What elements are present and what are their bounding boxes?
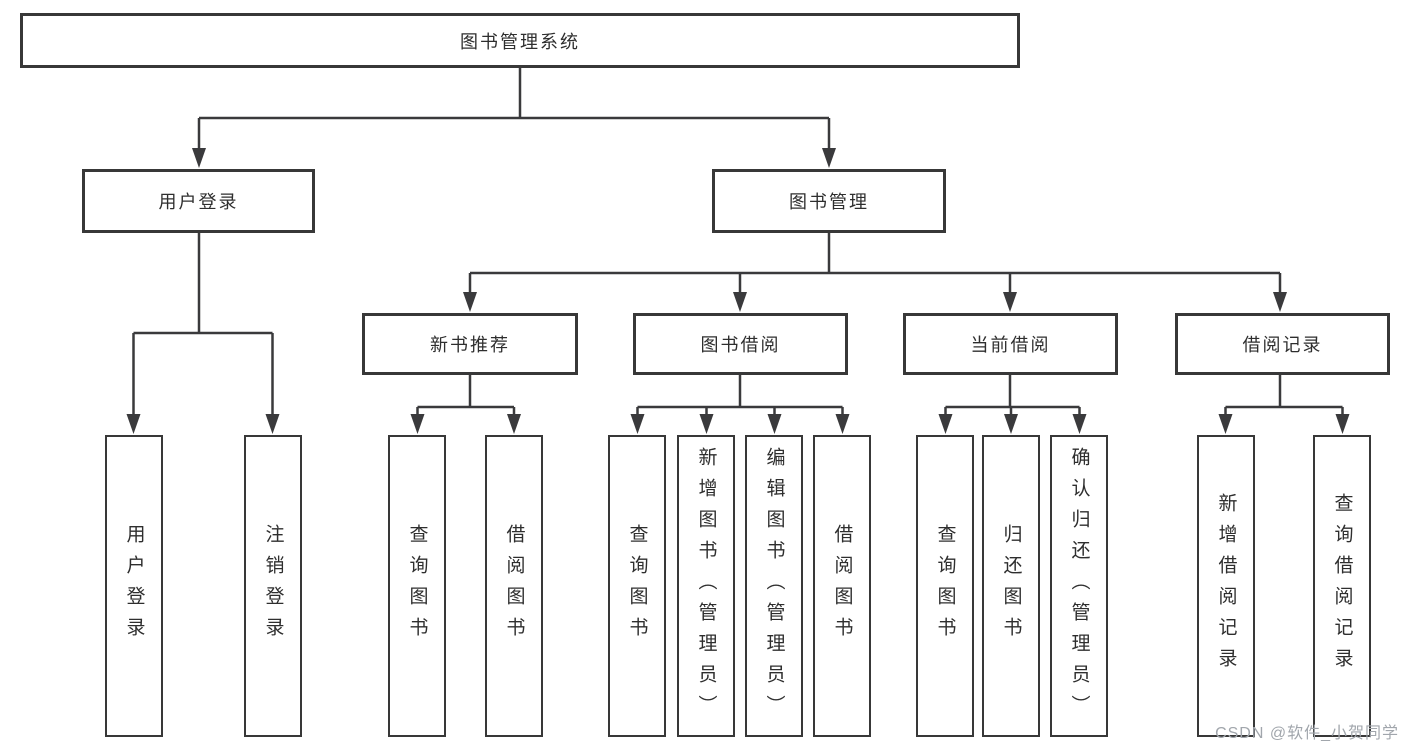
leaf-label: 编辑图书（管理员）	[763, 446, 785, 726]
node-label: 图书管理系统	[460, 31, 580, 52]
leaf-label: 归还图书	[1000, 524, 1022, 648]
node-book-management: 图书管理	[712, 169, 946, 233]
arrowhead	[463, 292, 477, 312]
node-label: 当前借阅	[970, 335, 1051, 355]
arrowhead	[767, 414, 782, 434]
leaf-borrow-book-2: 借阅图书	[813, 435, 871, 737]
leaf-label: 新增借阅记录	[1215, 493, 1237, 679]
arrowhead	[265, 414, 280, 434]
arrowhead	[938, 414, 953, 434]
leaf-label: 注销登录	[262, 524, 284, 648]
arrowhead	[126, 414, 141, 434]
arrowhead	[1273, 292, 1287, 312]
arrowhead	[822, 148, 836, 168]
leaf-label: 用户登录	[123, 524, 145, 648]
arrowhead	[1335, 414, 1350, 434]
node-current-borrow: 当前借阅	[903, 313, 1118, 375]
leaf-query-book-3: 查询图书	[916, 435, 974, 737]
node-new-book-recommend: 新书推荐	[362, 313, 578, 375]
leaf-label: 查询图书	[934, 524, 956, 648]
node-book-borrow: 图书借阅	[633, 313, 848, 375]
arrowhead	[1072, 414, 1087, 434]
leaf-query-book-1: 查询图书	[388, 435, 446, 737]
leaf-label: 借阅图书	[503, 524, 525, 648]
edge-new-book-rec-to-leaves	[410, 375, 521, 434]
leaf-return-book: 归还图书	[982, 435, 1040, 737]
leaf-confirm-return-admin: 确认归还（管理员）	[1050, 435, 1108, 737]
leaf-label: 借阅图书	[831, 524, 853, 648]
leaf-edit-book-admin: 编辑图书（管理员）	[745, 435, 803, 737]
arrowhead	[192, 148, 206, 168]
edge-current-borrow-to-leaves	[938, 375, 1087, 434]
leaf-label: 查询图书	[406, 524, 428, 648]
leaf-add-borrow-record: 新增借阅记录	[1197, 435, 1255, 737]
arrowhead	[835, 414, 850, 434]
edge-borrow-record-to-leaves	[1218, 375, 1350, 434]
arrowhead	[1218, 414, 1233, 434]
arrowhead	[1003, 292, 1017, 312]
leaf-label: 查询图书	[626, 524, 648, 648]
edge-book-mgmt-to-level3	[463, 233, 1287, 312]
edge-user-login-to-leaves	[126, 233, 280, 434]
node-label: 图书借阅	[700, 335, 781, 355]
leaf-label: 查询借阅记录	[1331, 493, 1353, 679]
node-label: 用户登录	[158, 192, 239, 212]
edge-root-to-level2	[192, 68, 836, 168]
leaf-logout: 注销登录	[244, 435, 302, 737]
edge-book-borrow-to-leaves	[630, 375, 850, 434]
leaf-label: 新增图书（管理员）	[695, 446, 717, 726]
node-label: 图书管理	[789, 192, 869, 212]
csdn-watermark: CSDN @软件_小贺同学	[1215, 725, 1399, 742]
node-user-login: 用户登录	[82, 169, 315, 233]
arrowhead	[1004, 414, 1018, 434]
node-label: 借阅记录	[1242, 335, 1323, 355]
arrowhead	[507, 414, 521, 434]
leaf-query-borrow-record: 查询借阅记录	[1313, 435, 1371, 737]
node-borrow-record: 借阅记录	[1175, 313, 1390, 375]
leaf-query-book-2: 查询图书	[608, 435, 666, 737]
arrowhead	[699, 414, 714, 434]
arrowhead	[410, 414, 425, 434]
node-label: 新书推荐	[430, 335, 510, 355]
arrowhead	[630, 414, 645, 434]
leaf-borrow-book-1: 借阅图书	[485, 435, 543, 737]
leaf-label: 确认归还（管理员）	[1068, 446, 1090, 726]
arrowhead	[733, 292, 747, 312]
node-root-system: 图书管理系统	[20, 13, 1020, 68]
leaf-user-login: 用户登录	[105, 435, 163, 737]
leaf-add-book-admin: 新增图书（管理员）	[677, 435, 735, 737]
